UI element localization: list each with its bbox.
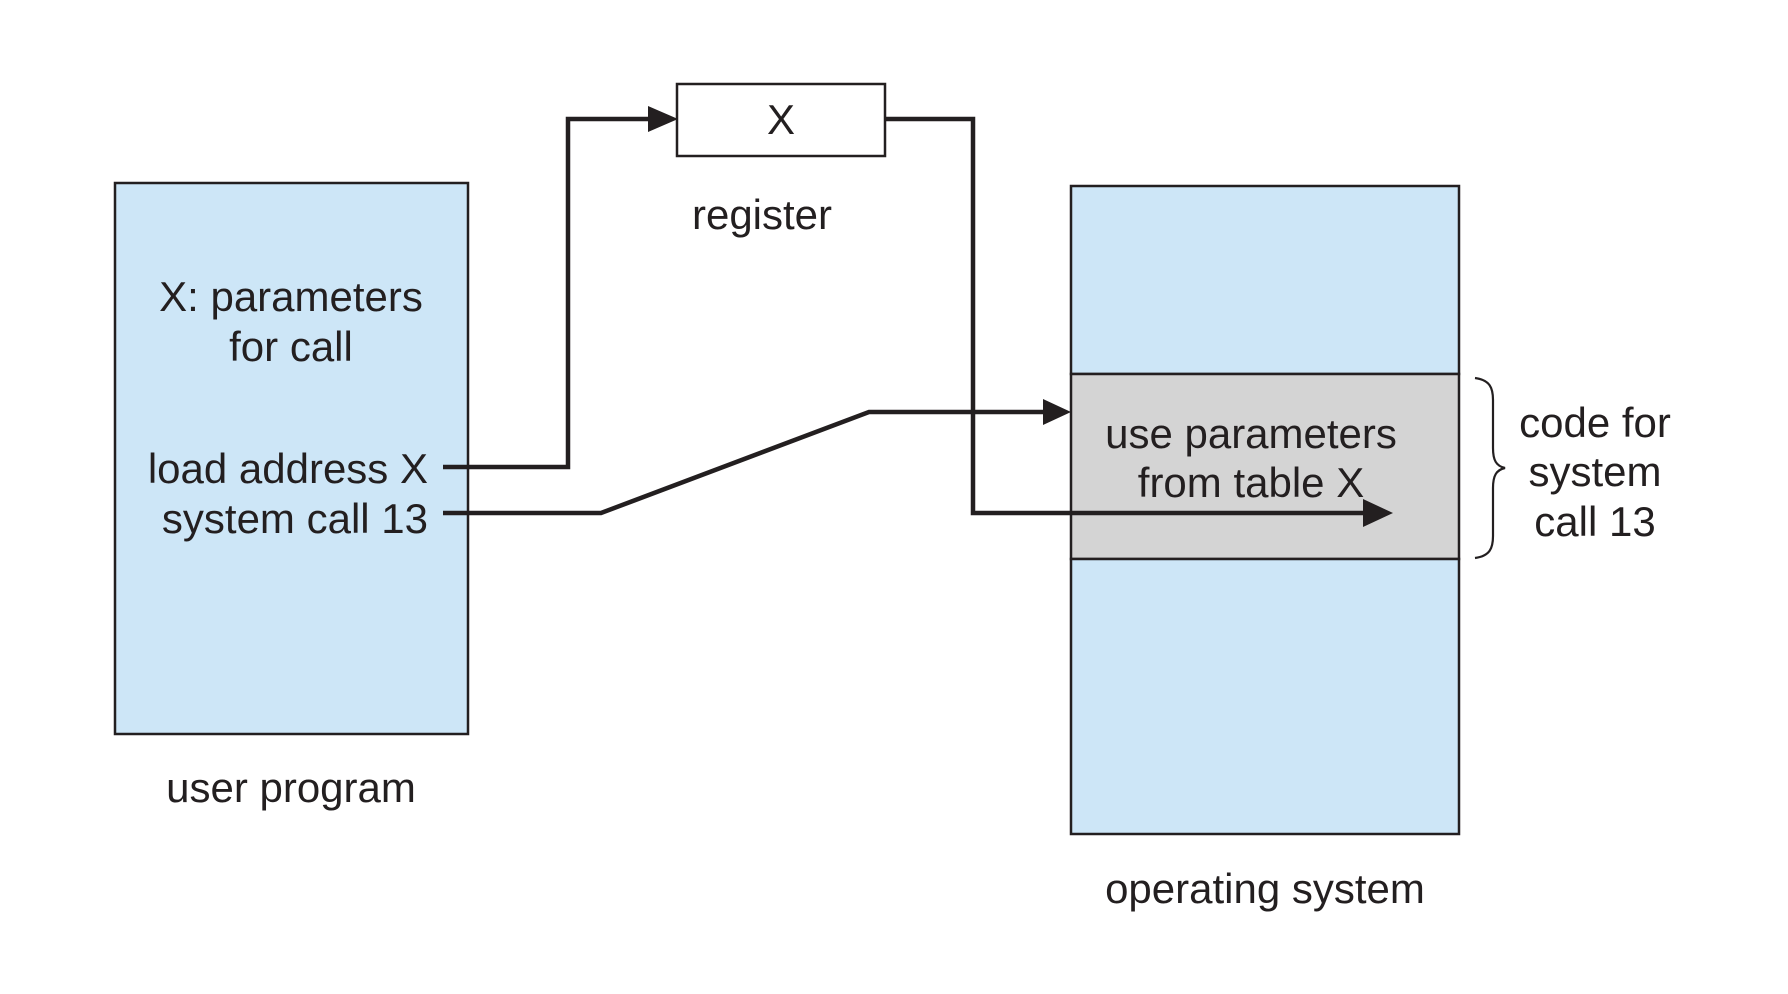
user-program-caption: user program — [166, 764, 416, 811]
load-to-register-line — [443, 116, 650, 470]
parameters-label-line2: for call — [229, 323, 353, 370]
curly-brace — [1474, 376, 1506, 560]
register-caption: register — [692, 191, 832, 238]
register-arrowhead — [648, 106, 678, 132]
os-code-label-line1: use parameters — [1105, 410, 1397, 457]
code-brace-group: code for system call 13 — [1474, 376, 1671, 560]
connector-arrows — [443, 106, 1393, 527]
os-memory-bottom — [1069, 557, 1461, 836]
system-call-instruction: system call 13 — [162, 495, 428, 542]
brace-label-line3: call 13 — [1534, 498, 1655, 545]
register-to-table-line — [885, 116, 1368, 516]
table-x-arrowhead — [1363, 499, 1393, 527]
operating-system-caption: operating system — [1105, 865, 1425, 912]
os-memory-top — [1069, 184, 1461, 376]
user-program-block: X: parameters for call load address X sy… — [113, 181, 470, 811]
user-program-box — [113, 181, 470, 736]
load-address-instruction: load address X — [148, 445, 428, 492]
os-code-label-line2: from table X — [1138, 459, 1364, 506]
brace-label-line1: code for — [1519, 399, 1671, 446]
register-value: X — [767, 96, 795, 143]
os-entry-arrowhead — [1043, 399, 1071, 425]
brace-label-line2: system — [1528, 448, 1661, 495]
parameters-label-line1: X: parameters — [159, 273, 423, 320]
register-block: X register — [675, 82, 887, 238]
syscall-13-code-region — [1069, 372, 1461, 561]
operating-system-block: use parameters from table X operating sy… — [1069, 184, 1461, 912]
syscall-to-os-line — [443, 409, 1046, 516]
register-box — [675, 82, 887, 158]
